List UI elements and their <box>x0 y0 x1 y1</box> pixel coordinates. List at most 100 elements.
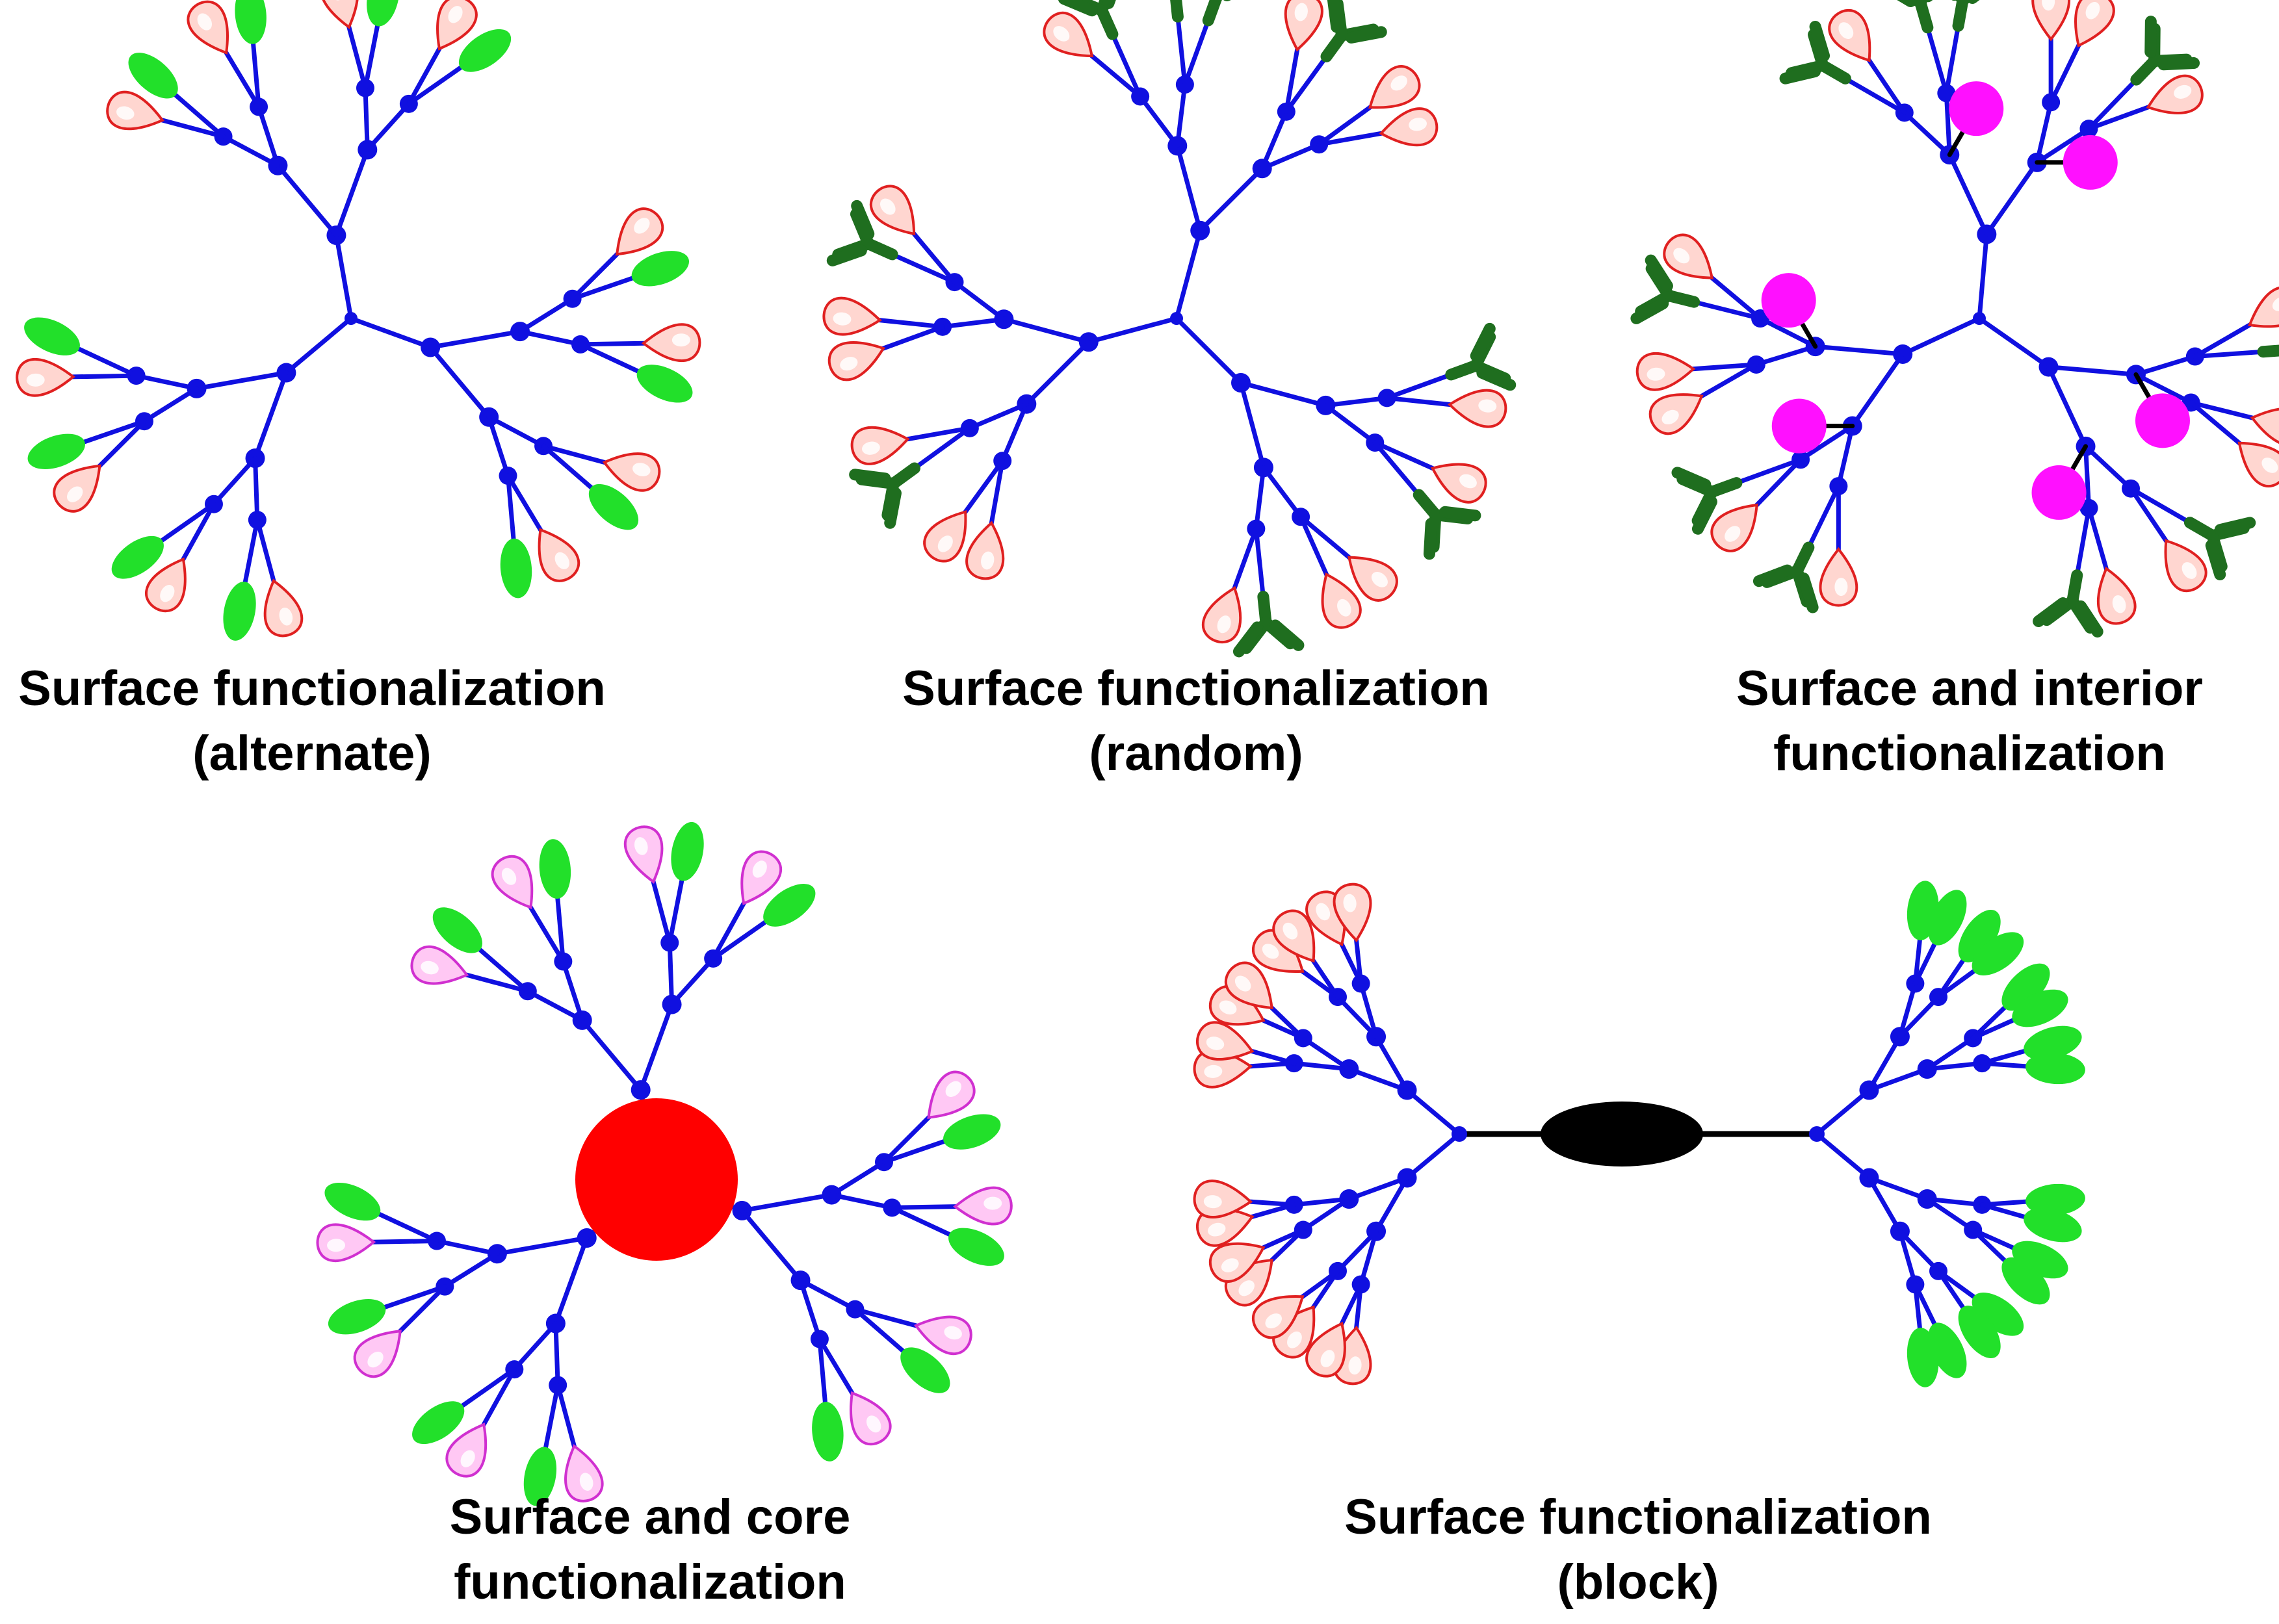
drop-highlight <box>501 868 517 885</box>
antibody-arm <box>1797 572 1819 613</box>
branch-line <box>889 1205 957 1239</box>
pink-drop-icon <box>849 1391 892 1446</box>
drop-shape <box>602 452 661 492</box>
drop-highlight <box>1834 578 1848 597</box>
branch-line <box>710 917 772 961</box>
drop-highlight <box>1348 1356 1362 1375</box>
green-ellipse-icon <box>328 1299 386 1335</box>
drop-highlight <box>579 1473 593 1491</box>
tear-drop-icon <box>1347 556 1398 602</box>
caption-block-line-1: Surface functionalization <box>1344 1489 1932 1545</box>
antibody-y-icon <box>1058 0 1125 40</box>
antibody-stem <box>1169 0 1184 23</box>
drop-highlight <box>160 585 175 602</box>
green-ellipse-icon <box>1928 890 1967 946</box>
branch-line <box>1086 316 1179 344</box>
drop-shape <box>1193 1179 1253 1218</box>
branch-line <box>1260 109 1289 171</box>
branch-line <box>1977 231 1989 321</box>
drop-shape <box>1635 352 1696 391</box>
drop-highlight <box>1294 3 1308 21</box>
branch-line <box>1316 130 1389 147</box>
branch-line <box>1405 1131 1462 1180</box>
pink-drop-shape <box>623 825 664 884</box>
drop-highlight <box>632 463 651 476</box>
branch-line <box>912 426 972 471</box>
branch-line <box>852 1307 909 1357</box>
branch-line <box>134 373 200 391</box>
tear-drop-icon <box>1379 107 1439 147</box>
branch-line <box>1925 1196 1985 1207</box>
green-ellipse-icon <box>432 907 483 953</box>
branch-line <box>1814 1088 1871 1137</box>
branch-line <box>1316 101 1377 147</box>
branch-line <box>1798 424 1855 462</box>
tear-drop-icon <box>1819 547 1858 607</box>
panel-alternate-dendrimer <box>16 0 701 641</box>
drop-highlight <box>448 6 463 23</box>
branch-line <box>1284 54 1329 114</box>
branch-node <box>345 312 358 325</box>
antibody-arm <box>1423 517 1437 560</box>
tear-drop-icon <box>436 0 478 51</box>
branch-line <box>817 1336 828 1410</box>
branch-line <box>1230 526 1258 595</box>
branch-line <box>255 517 278 588</box>
green-ellipse-icon <box>671 821 704 881</box>
tear-drop-icon <box>1430 463 1487 504</box>
branch-line <box>541 443 597 493</box>
branch-line <box>1175 14 1188 87</box>
branch-line <box>578 341 651 347</box>
branch-line <box>1337 1282 1364 1331</box>
antibody-arm <box>2214 517 2256 536</box>
drop-shape <box>2248 286 2279 328</box>
caption-random: Surface functionalization (random) <box>884 656 1508 786</box>
drop-highlight <box>1283 922 1298 940</box>
drop-shape <box>1196 1021 1255 1061</box>
caption-interior-line-1: Surface and interior <box>1736 661 2203 716</box>
branch-line <box>2133 372 2194 405</box>
pink-drop-icon <box>445 1423 488 1478</box>
pink-drop-shape <box>953 1186 1013 1226</box>
branch-line <box>1323 403 1377 445</box>
antibody-arm <box>1879 0 1917 7</box>
branch-line <box>2189 400 2246 449</box>
drop-highlight <box>2085 1 2100 19</box>
branch-line <box>1374 1175 1410 1234</box>
branch-line <box>952 279 1006 322</box>
branch-line <box>1866 1175 1903 1234</box>
branch-line <box>283 316 354 376</box>
branch-line <box>1970 1016 2020 1040</box>
branch-line <box>1175 143 1203 233</box>
branch-line <box>1925 25 1949 96</box>
branch-line <box>250 36 261 109</box>
tear-drop-icon <box>1828 8 1871 62</box>
branch-line <box>1374 1034 1410 1093</box>
branch-line <box>570 274 640 302</box>
magenta-circle-icon <box>2031 465 2087 520</box>
antibody-y-icon <box>1932 0 2003 32</box>
branch-line <box>1175 82 1188 148</box>
green-ellipse-icon <box>128 53 178 99</box>
branch-line <box>2193 349 2266 359</box>
magenta-circle-icon <box>2135 393 2190 448</box>
pink-drop-shape <box>316 1223 376 1263</box>
drop-shape <box>145 557 187 613</box>
drop-highlight <box>1234 975 1251 992</box>
branch-line <box>155 116 226 139</box>
drop-shape <box>827 341 885 381</box>
branch-line <box>798 1278 822 1341</box>
drop-highlight <box>279 607 293 626</box>
branch-line <box>434 1239 500 1256</box>
branch-line <box>1866 1175 1930 1202</box>
green-ellipse-icon <box>1972 932 2024 975</box>
pink-drop-icon <box>953 1186 1013 1226</box>
pink-drop-shape <box>740 850 782 905</box>
branch-line <box>555 1382 578 1454</box>
drop-highlight <box>2042 0 2055 11</box>
branch-line <box>366 1239 439 1244</box>
branch-line <box>333 233 354 321</box>
branch-line <box>1243 1061 1297 1069</box>
branch-node <box>1452 1126 1467 1142</box>
